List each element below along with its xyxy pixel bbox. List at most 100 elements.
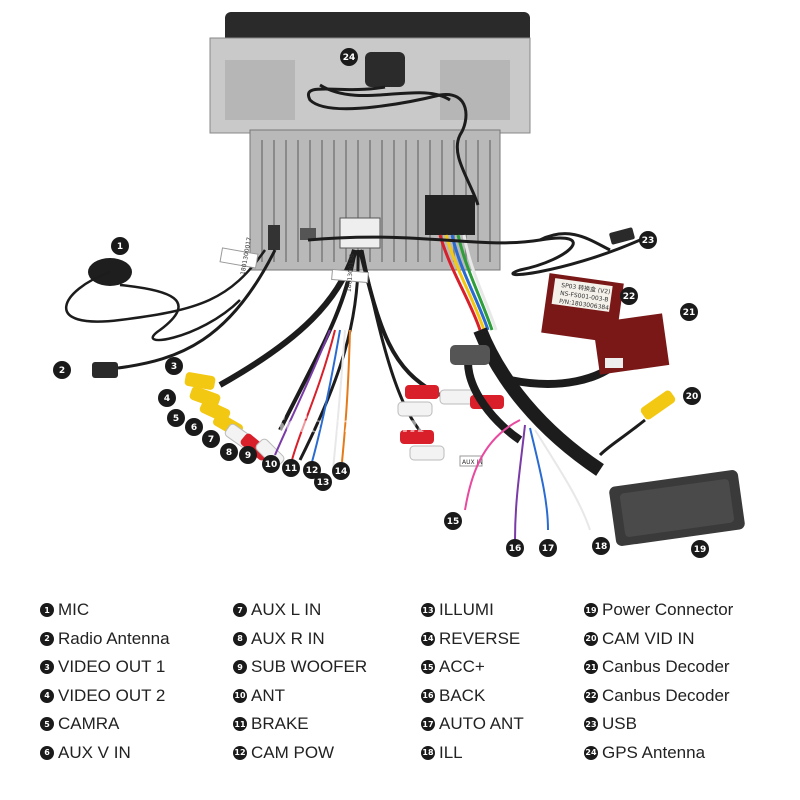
callout-21: 21 bbox=[680, 303, 698, 321]
radio-antenna-component bbox=[92, 249, 277, 378]
usb-jack bbox=[300, 228, 316, 240]
gps-antenna bbox=[307, 52, 480, 206]
canbus-decoder-21 bbox=[592, 313, 670, 375]
callout-24: 24 bbox=[340, 48, 358, 66]
callout-12: 12 bbox=[303, 461, 321, 479]
legend-label: VIDEO OUT 2 bbox=[58, 685, 166, 705]
legend-label: VIDEO OUT 1 bbox=[58, 657, 166, 677]
callout-10: 10 bbox=[262, 455, 280, 473]
svg-text:14: 14 bbox=[335, 467, 348, 477]
callout-18: 18 bbox=[592, 537, 610, 555]
power-harness-clip bbox=[450, 345, 490, 365]
callout-9: 9 bbox=[239, 446, 257, 464]
callout-14: 14 bbox=[332, 462, 350, 480]
legend-label: CAM VID IN bbox=[602, 628, 695, 648]
legend-label: MIC bbox=[58, 600, 90, 620]
legend-label: Radio Antenna bbox=[58, 628, 170, 648]
svg-text:20: 20 bbox=[686, 392, 699, 402]
legend-label: Canbus Decoder bbox=[602, 657, 730, 677]
power-connector bbox=[609, 470, 745, 546]
legend-label: REVERSE bbox=[439, 628, 521, 648]
power-socket bbox=[425, 195, 475, 235]
watermark-text: Seicane.com bbox=[270, 412, 425, 438]
legend-label: USB bbox=[602, 714, 637, 734]
callout-19: 19 bbox=[691, 540, 709, 558]
wiring-diagram: 1801300017 1801300138 AUX IN bbox=[53, 12, 745, 558]
power-harness bbox=[438, 234, 623, 541]
mic-component: 1801300017 bbox=[65, 237, 267, 342]
antenna-jack bbox=[268, 225, 280, 250]
svg-text:2: 2 bbox=[59, 366, 65, 376]
harness-tag: 1801300138 bbox=[346, 253, 356, 292]
callout-4: 4 bbox=[158, 389, 176, 407]
callout-11: 11 bbox=[282, 459, 300, 477]
svg-text:3: 3 bbox=[171, 362, 177, 372]
callout-6: 6 bbox=[185, 418, 203, 436]
svg-text:13: 13 bbox=[317, 478, 330, 488]
svg-text:18: 18 bbox=[595, 542, 608, 552]
legend-label: BRAKE bbox=[251, 714, 309, 734]
svg-text:22: 22 bbox=[623, 292, 636, 302]
svg-text:12: 12 bbox=[306, 466, 319, 476]
callout-15: 15 bbox=[444, 512, 462, 530]
aux-in-tag: AUX IN bbox=[462, 459, 483, 466]
head-unit bbox=[209, 12, 531, 271]
legend-label: GPS Antenna bbox=[602, 742, 706, 762]
svg-text:9: 9 bbox=[245, 451, 251, 461]
legend-label: AUX L IN bbox=[251, 600, 322, 620]
main-harness-socket bbox=[339, 217, 381, 249]
svg-text:10: 10 bbox=[265, 460, 278, 470]
callout-13: 13 bbox=[314, 473, 332, 491]
legend-label: AUX V IN bbox=[58, 742, 131, 762]
callout-20: 20 bbox=[683, 387, 701, 405]
svg-text:17: 17 bbox=[542, 544, 555, 554]
legend-label: AUTO ANT bbox=[439, 714, 524, 734]
svg-text:21: 21 bbox=[683, 308, 696, 318]
svg-text:15: 15 bbox=[447, 517, 460, 527]
callouts: 1 2 3 4 5 6 7 8 9 10 11 12 13 14 15 16 1… bbox=[53, 48, 709, 558]
svg-text:23: 23 bbox=[642, 236, 655, 246]
legend-label: ACC+ bbox=[439, 657, 485, 677]
legend-label: ILL bbox=[439, 742, 463, 762]
svg-text:1: 1 bbox=[117, 242, 123, 252]
legend-label: Canbus Decoder bbox=[602, 685, 730, 705]
callout-17: 17 bbox=[539, 539, 557, 557]
callout-8: 8 bbox=[220, 443, 238, 461]
legend-label: SUB WOOFER bbox=[251, 657, 368, 677]
svg-text:16: 16 bbox=[509, 544, 522, 554]
legend-label: ANT bbox=[251, 685, 285, 705]
svg-text:5: 5 bbox=[173, 414, 179, 424]
top-cover-vents bbox=[225, 60, 510, 120]
callout-7: 7 bbox=[202, 430, 220, 448]
legend-label: AUX R IN bbox=[251, 628, 325, 648]
callout-22: 22 bbox=[620, 287, 638, 305]
usb-component bbox=[307, 227, 641, 277]
svg-text:19: 19 bbox=[694, 545, 707, 555]
svg-text:24: 24 bbox=[343, 53, 356, 63]
